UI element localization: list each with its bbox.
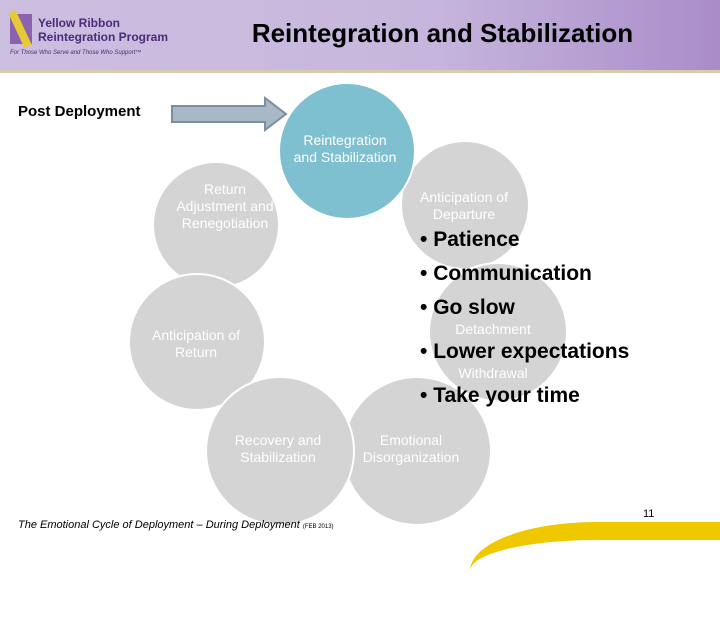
anticipation-departure-label: Anticipation of Departure — [420, 189, 508, 222]
header: Yellow Ribbon Reintegration Program For … — [0, 0, 720, 73]
decorative-swoosh — [470, 522, 720, 620]
recovery-label: Recovery and Stabilization — [234, 432, 322, 465]
post-deployment-label: Post Deployment — [18, 103, 141, 120]
page-number: 11 — [643, 508, 655, 520]
list-item: Go slow — [420, 296, 515, 320]
stage-reintegration — [278, 82, 416, 220]
emotional-label: Emotional Disorganization — [362, 432, 460, 465]
stage-recovery — [205, 376, 355, 526]
logo-line1: Yellow Ribbon — [38, 16, 121, 30]
list-item: Take your time — [420, 384, 580, 408]
ribbon-icon — [10, 14, 32, 44]
detachment-label: Detachment — [455, 321, 531, 337]
list-item: Communication — [420, 262, 592, 286]
citation: (FEB 2013) — [302, 524, 334, 530]
list-item: Lower expectations — [420, 340, 629, 364]
list-item: Patience — [420, 228, 519, 252]
logo-tagline: For Those Who Serve and Those Who Suppor… — [10, 50, 142, 56]
logo-line2: Reintegration Program — [38, 30, 169, 44]
page-title: Reintegration and Stabilization — [251, 18, 634, 48]
stage-return-adjustment — [152, 161, 280, 289]
footer-caption: The Emotional Cycle of Deployment – Duri… — [18, 519, 334, 531]
withdrawal-label: Withdrawal — [458, 365, 528, 381]
anticipation-return-label: Anticipation of Return — [152, 327, 240, 360]
return-adjustment-label: Return Adjustment and Renegotiation — [176, 181, 274, 231]
caption-text: The Emotional Cycle of Deployment – Duri… — [18, 519, 300, 531]
reintegration-label: Reintegration and Stabilization — [293, 132, 397, 165]
arrow-right-icon — [171, 96, 288, 132]
